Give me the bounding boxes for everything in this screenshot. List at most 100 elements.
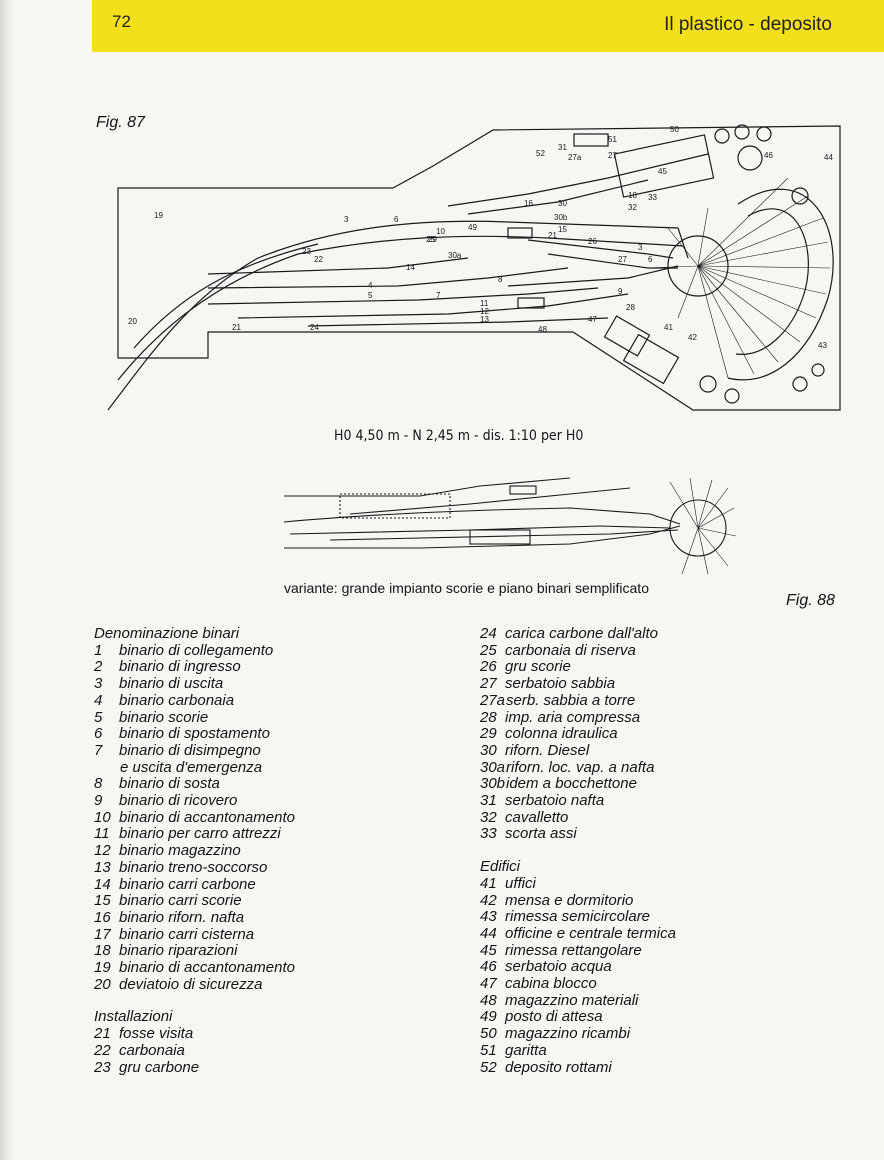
svg-text:50: 50 bbox=[670, 125, 679, 134]
building-45 bbox=[613, 134, 715, 198]
svg-text:52: 52 bbox=[536, 149, 545, 158]
legend-item-text: magazzino materiali bbox=[505, 991, 639, 1009]
legend-item-number: 4 bbox=[94, 691, 103, 709]
legend-item-number: 17 bbox=[94, 925, 111, 943]
legend-item-number: 3 bbox=[94, 675, 103, 693]
legend-item-text: binario di sosta bbox=[119, 775, 220, 793]
svg-text:16: 16 bbox=[524, 199, 533, 208]
legend-gap bbox=[480, 843, 676, 859]
building-48 bbox=[517, 297, 545, 309]
dimension-text: H0 4,50 m - N 2,45 m - dis. 1:10 per H0 bbox=[330, 428, 588, 444]
legend-item-number: 16 bbox=[94, 908, 111, 926]
legend-item-number: 50 bbox=[480, 1025, 497, 1043]
legend-item-text: deposito rottami bbox=[505, 1058, 612, 1076]
legend-item-number: 30b bbox=[480, 775, 506, 793]
legend-item-number: 41 bbox=[480, 874, 497, 892]
legend-item-number: 12 bbox=[94, 842, 111, 860]
legend-item-text: serb. sabbia a torre bbox=[506, 691, 636, 709]
svg-text:4: 4 bbox=[368, 281, 373, 290]
legend-item: 12 binario magazzino bbox=[94, 842, 295, 860]
svg-text:32: 32 bbox=[628, 203, 637, 212]
svg-text:27: 27 bbox=[608, 151, 617, 160]
svg-text:12: 12 bbox=[480, 307, 489, 316]
track-main-2 bbox=[117, 235, 684, 381]
svg-text:30: 30 bbox=[558, 199, 567, 208]
track-main-1 bbox=[107, 220, 689, 411]
svg-text:44: 44 bbox=[824, 153, 833, 162]
svg-text:21: 21 bbox=[548, 231, 557, 240]
legend-item-text: binario carbonaia bbox=[119, 691, 235, 709]
page-edge bbox=[0, 0, 14, 1160]
legend-item-text: binario di accantonamento bbox=[119, 959, 295, 977]
variant-caption: variante: grande impianto scorie e piano… bbox=[284, 580, 649, 596]
baseboard-outline bbox=[117, 125, 841, 411]
legend-item-text: garitta bbox=[505, 1041, 547, 1059]
legend-item-text: serbatoio acqua bbox=[505, 958, 612, 976]
legend-item-number: 27 bbox=[480, 675, 497, 693]
legend-item-number: 11 bbox=[94, 825, 110, 843]
legend-item-number: 26 bbox=[480, 658, 497, 676]
svg-text:5: 5 bbox=[368, 291, 373, 300]
legend-item-number: 23 bbox=[94, 1058, 111, 1076]
legend-item-number: 20 bbox=[94, 975, 111, 993]
legend-item-text: rimessa rettangolare bbox=[505, 941, 642, 959]
svg-text:28: 28 bbox=[626, 303, 635, 312]
legend-item-text: deviatoio di sicurezza bbox=[119, 975, 263, 993]
legend-item: e uscita d'emergenza bbox=[94, 758, 295, 777]
svg-text:9: 9 bbox=[618, 287, 623, 296]
legend-item-text: posto di attesa bbox=[505, 1008, 603, 1026]
legend-item-number: 21 bbox=[94, 1025, 111, 1043]
legend-item-number: 49 bbox=[480, 1008, 497, 1026]
legend-item-text: e uscita d'emergenza bbox=[120, 758, 263, 776]
legend-gap bbox=[94, 993, 295, 1009]
svg-text:48: 48 bbox=[538, 325, 547, 334]
legend-item-number: 5 bbox=[94, 708, 103, 726]
legend-item-number: 14 bbox=[94, 875, 111, 893]
legend-item-number: 10 bbox=[94, 808, 111, 826]
svg-text:7: 7 bbox=[436, 291, 441, 300]
legend-item-text: gru carbone bbox=[119, 1058, 200, 1076]
legend-item-text: binario di ingresso bbox=[119, 658, 241, 676]
legend-item-number: 33 bbox=[480, 825, 497, 843]
svg-text:3: 3 bbox=[638, 243, 643, 252]
legend-item-text: imp. aria compressa bbox=[505, 708, 641, 726]
water-tank-46 bbox=[737, 145, 763, 171]
legend-item-number: 30 bbox=[480, 741, 497, 759]
legend-item-text: binario per carro attrezzi bbox=[119, 825, 281, 843]
track-main-3 bbox=[133, 243, 319, 349]
svg-text:46: 46 bbox=[764, 151, 773, 160]
legend-item-text: binario di uscita bbox=[119, 675, 224, 693]
legend-item-number: 52 bbox=[480, 1058, 497, 1076]
svg-text:15: 15 bbox=[558, 225, 567, 234]
roundhouse-arc-inner bbox=[735, 208, 809, 355]
legend-item-number: 24 bbox=[480, 625, 497, 642]
legend-item: 52 deposito rottami bbox=[480, 1058, 676, 1077]
svg-text:14: 14 bbox=[406, 263, 415, 272]
turntable bbox=[667, 235, 729, 297]
svg-text:30a: 30a bbox=[448, 251, 462, 260]
legend-item-text: binario carri cisterna bbox=[119, 925, 255, 943]
legend-item-text: binario magazzino bbox=[119, 842, 241, 860]
legend-item-number: 13 bbox=[94, 858, 111, 876]
page-header bbox=[92, 0, 884, 52]
legend-item-text: carbonaia bbox=[119, 1041, 185, 1059]
legend-item-text: binario di collegamento bbox=[119, 641, 274, 659]
